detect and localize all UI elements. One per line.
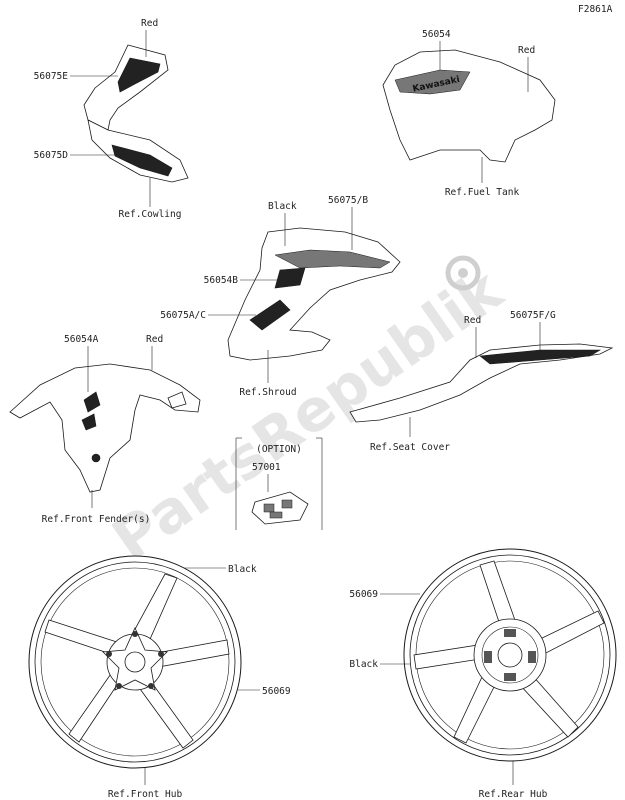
- shroud-part-b: 56075/B: [328, 195, 368, 206]
- shroud-part: [227, 227, 401, 361]
- front-wheel-part: 56069: [262, 686, 291, 697]
- option-bracket-part: [251, 491, 309, 525]
- option-part: 57001: [252, 462, 281, 473]
- shroud-part-ac: 56075A/C: [160, 310, 206, 321]
- cowl-bottom-part: 56075D: [34, 150, 69, 161]
- ref-seat-cover: Ref.Seat Cover: [370, 442, 450, 453]
- rear-wheel-part: [403, 548, 617, 762]
- front-fender-part: [9, 363, 201, 493]
- front-wheel-color: Black: [228, 564, 257, 575]
- cowling-part: [83, 44, 189, 183]
- shroud-part-54b: 56054B: [204, 275, 239, 286]
- ref-fuel-tank: Ref.Fuel Tank: [445, 187, 520, 198]
- seat-cover-part: [349, 343, 614, 423]
- fender-color: Red: [146, 334, 163, 345]
- seat-color: Red: [464, 315, 481, 326]
- rear-wheel-color: Black: [349, 659, 378, 670]
- cowl-top-part: 56075E: [34, 71, 69, 82]
- ref-front-hub: Ref.Front Hub: [108, 789, 183, 800]
- figure-code: F2861A: [578, 4, 613, 15]
- seat-part: 56075F/G: [510, 310, 556, 321]
- fuel-tank-part: Kawasaki: [382, 49, 556, 163]
- cowl-top-color: Red: [141, 18, 158, 29]
- ref-cowling: Ref.Cowling: [119, 209, 182, 220]
- option-box: (OPTION) 57001: [235, 437, 323, 530]
- rear-wheel-part: 56069: [349, 589, 378, 600]
- fender-part: 56054A: [64, 334, 99, 345]
- gear-icon: [445, 255, 481, 291]
- tank-color: Red: [518, 45, 535, 56]
- option-label: (OPTION): [256, 444, 302, 455]
- ref-rear-hub: Ref.Rear Hub: [479, 789, 548, 800]
- tank-part: 56054: [422, 29, 451, 40]
- ref-shroud: Ref.Shroud: [239, 387, 296, 398]
- front-wheel-part: [28, 555, 242, 769]
- ref-front-fender: Ref.Front Fender(s): [42, 514, 151, 525]
- shroud-color: Black: [268, 201, 297, 212]
